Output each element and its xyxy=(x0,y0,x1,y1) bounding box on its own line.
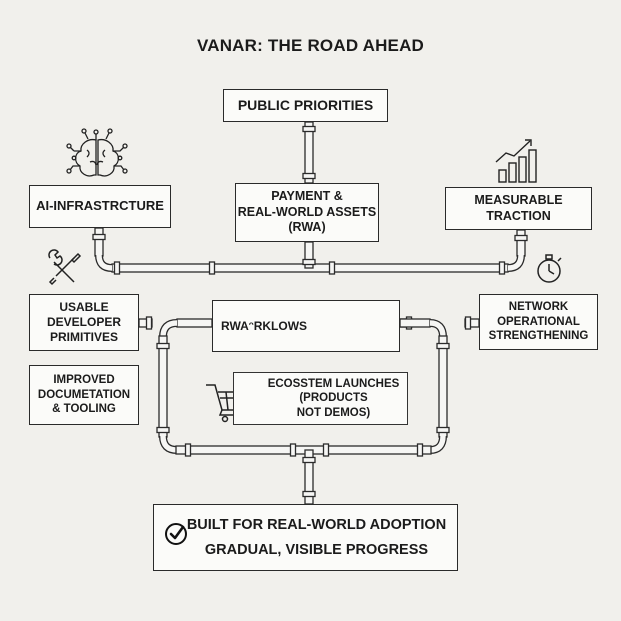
rwa-workflows-label: RWAᵔRKLOWS xyxy=(221,318,308,333)
rwa-workflows-box: RWAᵔRKLOWS xyxy=(212,300,400,352)
pipe-loop-bottom xyxy=(175,445,432,455)
pipe-joint xyxy=(302,125,316,133)
pipe-joint xyxy=(514,234,528,242)
diagram-title: VANAR: THE ROAD AHEAD xyxy=(196,36,425,55)
bar-chart-growth-icon xyxy=(495,139,537,183)
pipe-joint xyxy=(328,261,336,275)
pipe-loop-corner-br-inner xyxy=(429,435,446,453)
check-circle-icon xyxy=(165,523,187,545)
pipe-ai-down xyxy=(94,227,104,257)
brain-circuit-icon xyxy=(66,128,128,177)
network-operational-strengthening-box: NETWORK OPERATIONAL STRENGTHENING xyxy=(479,294,598,350)
pipe-joint xyxy=(208,261,216,275)
pipe-joint xyxy=(436,426,450,434)
pipe-joint xyxy=(156,426,170,434)
built-for-adoption-line2: GRADUAL, VISIBLE PROGRESS xyxy=(204,541,429,558)
wrench-screwdriver-icon xyxy=(48,249,82,286)
pipe-joint xyxy=(184,443,192,457)
pipe-joint xyxy=(416,443,424,457)
built-for-adoption-line1: BUILT FOR REAL-WORLD ADOPTION xyxy=(186,517,447,534)
pipe-joint xyxy=(156,342,170,350)
ai-infrastructure-box: AI-INFRASTRCTURE xyxy=(29,185,171,228)
measurable-traction-label: MEASURABLE TRACTION xyxy=(474,192,563,223)
stopwatch-icon xyxy=(537,254,562,283)
built-for-adoption-box: BUILT FOR REAL-WORLD ADOPTION GRADUAL, V… xyxy=(153,504,458,571)
pipe-joint xyxy=(113,261,121,275)
pipe-joint xyxy=(436,342,450,350)
pipe-elbow-right-inner xyxy=(507,254,524,271)
pipe-traction-down xyxy=(516,229,526,257)
pipe-joint xyxy=(464,316,472,330)
pipe-joint xyxy=(302,490,316,498)
usable-developer-primitives-label: USABLE DEVELOPER PRIMITIVES xyxy=(46,300,121,344)
pipe-joint xyxy=(498,261,506,275)
ai-infrastructure-label: AI-INFRASTRCTURE xyxy=(36,198,164,214)
measurable-traction-box: MEASURABLE TRACTION xyxy=(445,187,592,230)
ecosystem-launches-label: ECOSSTEM LAUNCHES (PRODUCTS NOT DEMOS) xyxy=(267,377,400,419)
network-operational-strengthening-label: NETWORK OPERATIONAL STRENGTHENING xyxy=(488,301,589,343)
pipe-joint xyxy=(302,258,316,266)
usable-developer-primitives-box: USABLE DEVELOPER PRIMITIVES xyxy=(29,294,139,351)
pipe-network xyxy=(92,121,528,505)
pipe-loop-right xyxy=(438,335,448,438)
ecosystem-launches-box: ECOSSTEM LAUNCHES (PRODUCTS NOT DEMOS) xyxy=(233,372,408,425)
pipe-loop-corner-tl-inner xyxy=(160,320,178,338)
pipe-loop-left xyxy=(158,335,168,438)
pipe-payment-down xyxy=(304,241,314,269)
pipe-elbow-left-inner xyxy=(96,254,113,271)
improved-documentation-tooling-box: IMPROVED DOCUMETATION & TOOLING xyxy=(29,365,139,425)
pipe-joint xyxy=(322,443,330,457)
pipe-loop-top-left xyxy=(176,318,213,328)
pipe-loop-corner-bl-inner xyxy=(160,435,178,453)
pipe-joint xyxy=(302,456,316,464)
payment-rwa-label: PAYMENT & REAL-WORLD ASSETS (RWA) xyxy=(237,189,377,235)
pipe-joint xyxy=(92,233,106,241)
pipe-loop-top-right xyxy=(399,318,431,328)
payment-rwa-box: PAYMENT & REAL-WORLD ASSETS (RWA) xyxy=(235,183,379,242)
improved-documentation-tooling-label: IMPROVED DOCUMETATION & TOOLING xyxy=(37,374,131,416)
public-priorities-label: PUBLIC PRIORITIES xyxy=(237,96,374,113)
pipe-joint xyxy=(145,316,153,330)
pipe-joint xyxy=(289,443,297,457)
pipe-loop-corner-tr-inner xyxy=(429,320,446,338)
pipe-joint xyxy=(302,172,316,180)
public-priorities-box: PUBLIC PRIORITIES xyxy=(223,89,388,122)
